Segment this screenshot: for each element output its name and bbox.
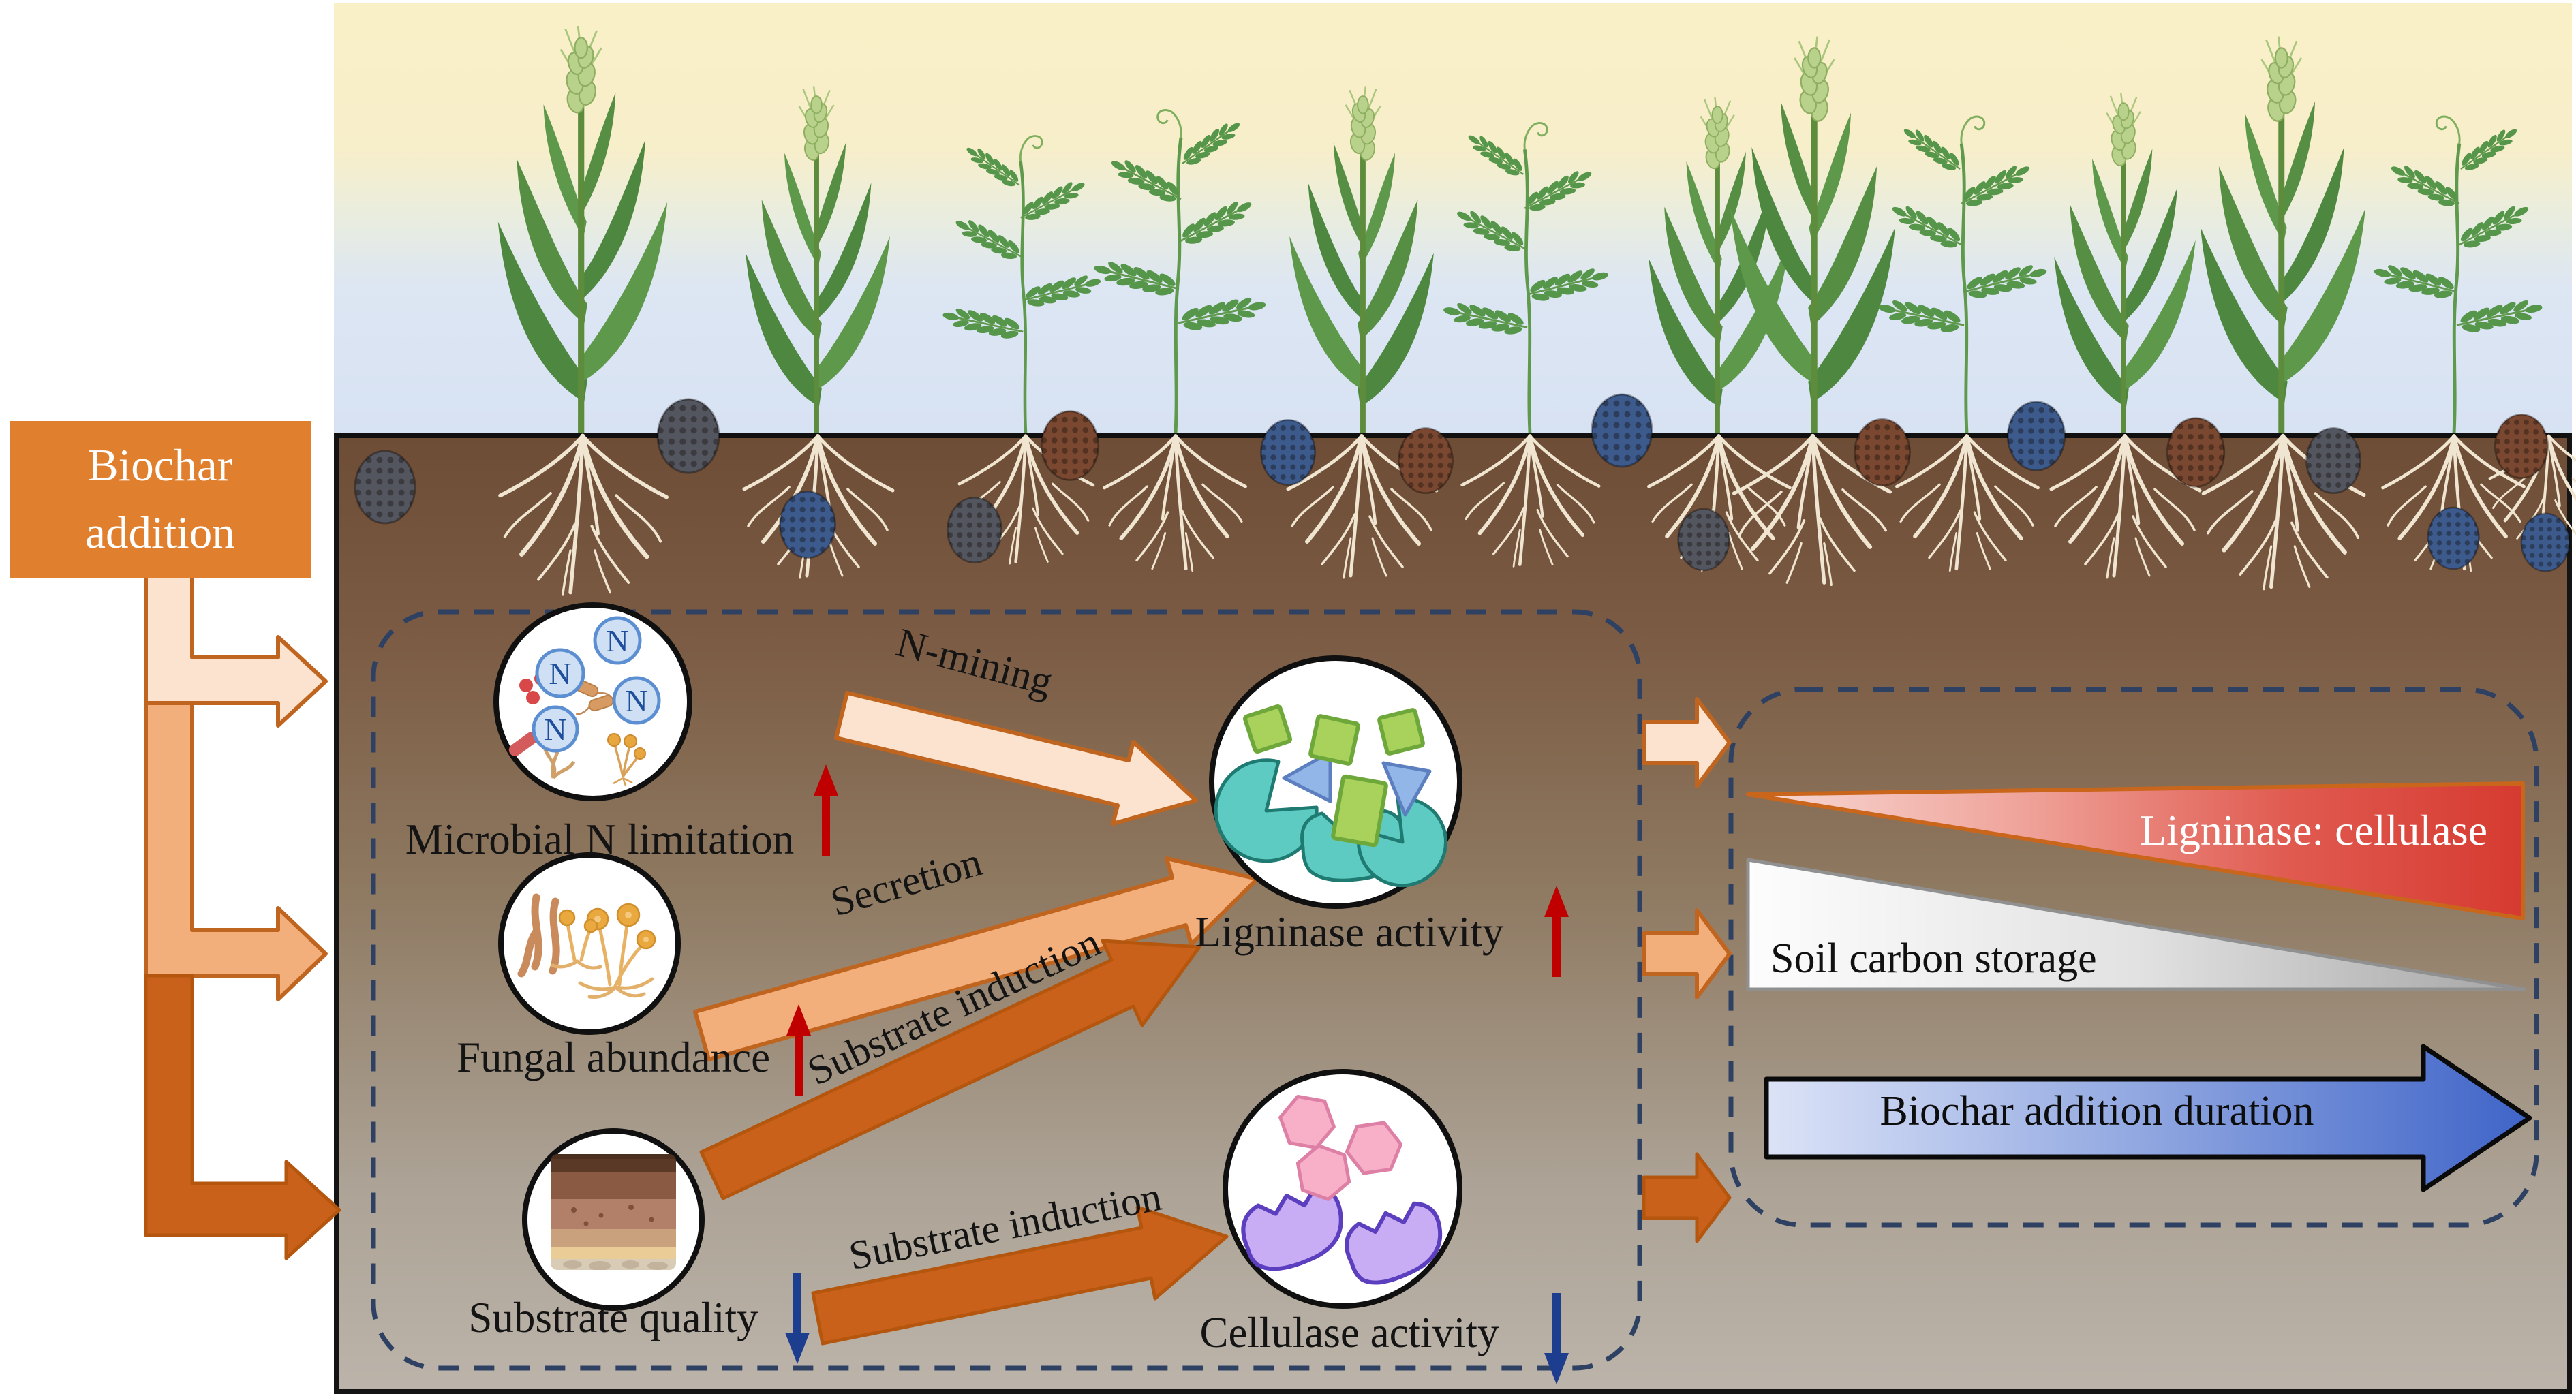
fungal-abundance-label: Fungal abundance	[456, 1034, 771, 1081]
soil-carbon-triangle	[1746, 858, 2526, 991]
biochar-pathway-arrow-3	[144, 974, 341, 1260]
mechanism-panel	[371, 609, 1642, 1371]
nitrogen-letter: N	[606, 623, 628, 658]
biochar-addition-box: Biochar addition	[10, 421, 311, 578]
n-mining-arrow	[834, 691, 1198, 826]
substrate-induction-arrow-2	[811, 1205, 1229, 1346]
connector-arrow-light	[1642, 697, 1732, 788]
fungal-abundance-icon	[498, 852, 681, 1035]
secretion-arrow	[693, 856, 1259, 1061]
biochar-addition-line1: Biochar	[87, 440, 233, 491]
nitrogen-letter: N	[544, 712, 566, 747]
soil-profile-icon	[522, 1128, 705, 1311]
ligninase-cellulase-label: Ligninase: cellulase	[2139, 806, 2487, 854]
ligninase-cellulase-triangle	[1746, 781, 2525, 920]
nitrogen-letter: N	[625, 683, 647, 718]
nitrogen-badge-icon: N N N N	[532, 616, 661, 753]
substrate-induction-arrow-1	[699, 939, 1201, 1200]
cellulase-activity-label: Cellulase activity	[1199, 1309, 1499, 1356]
substrate-quality-label: Substrate quality	[468, 1294, 758, 1341]
duration-arrow	[1764, 1044, 2532, 1192]
biochar-pathway-arrow-1	[144, 574, 328, 728]
ligninase-activity-label: Ligninase activity	[1195, 908, 1504, 956]
microbial-n-limitation-icon: N N N N	[493, 602, 692, 801]
soil-carbon-storage-label: Soil carbon storage	[1770, 935, 2097, 982]
biochar-addition-line2: addition	[85, 508, 235, 558]
connector-arrow-medium	[1642, 908, 1732, 999]
microbial-n-limitation-label: Microbial N limitation	[405, 816, 795, 863]
outcome-panel	[1728, 687, 2539, 1228]
connector-arrow-dark	[1642, 1152, 1732, 1243]
sky-background	[334, 3, 2572, 433]
biochar-pathway-arrow-2	[144, 701, 328, 1001]
cellulase-enzyme-icon	[1223, 1069, 1462, 1309]
nitrogen-letter: N	[549, 656, 571, 691]
biochar-addition-duration-label: Biochar addition duration	[1880, 1088, 2314, 1134]
ligninase-enzyme-icon	[1209, 655, 1462, 909]
